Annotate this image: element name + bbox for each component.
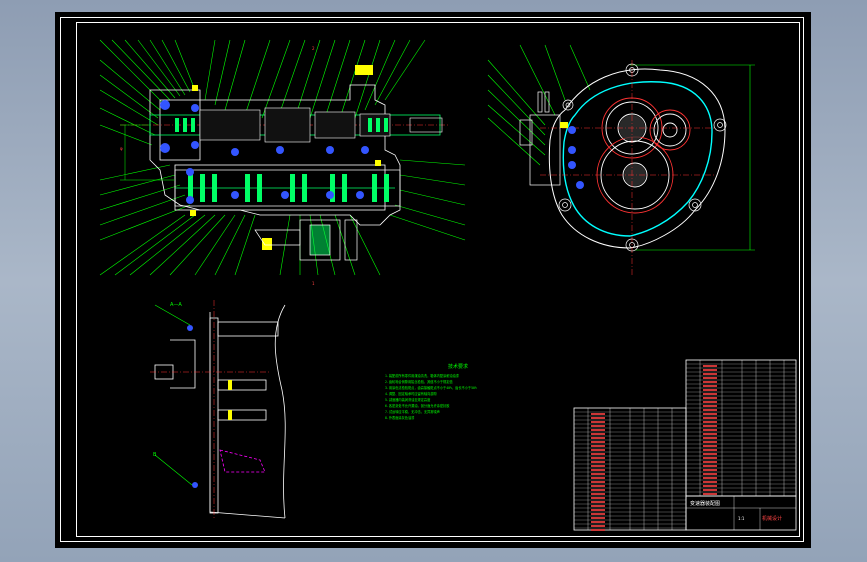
note-line-8: 8.外表面涂灰色油漆 xyxy=(385,415,415,420)
table-row-text xyxy=(591,457,605,459)
table-row-text xyxy=(703,389,717,391)
table-row-text xyxy=(703,433,717,435)
table-row-text xyxy=(703,489,717,491)
table-row-text xyxy=(591,421,605,423)
table-row-text xyxy=(591,413,605,415)
school-name: 机械设计 xyxy=(762,515,782,522)
table-row-text xyxy=(591,493,605,495)
main-section-view: φ 1 2 xyxy=(99,39,466,286)
partial-section-view: A—A B xyxy=(150,300,286,520)
table-row-text xyxy=(703,465,717,467)
drawing-title: 变速器装配图 xyxy=(690,500,720,507)
note-line-4: 4.调整、固定轴承时应留有轴向游隙 xyxy=(385,391,437,396)
table-row-text xyxy=(591,473,605,475)
table-row-text xyxy=(703,453,717,455)
table-row-text xyxy=(703,417,717,419)
note-line-7: 7.试运转应平稳，无冲击，无异常噪声 xyxy=(385,409,440,414)
table-row-text xyxy=(703,369,717,371)
table-row-text xyxy=(591,517,605,519)
table-row-text xyxy=(703,393,717,395)
table-row-text xyxy=(703,397,717,399)
table-row-text xyxy=(591,441,605,443)
table-row-text xyxy=(591,417,605,419)
table-row-text xyxy=(703,477,717,479)
table-row-text xyxy=(703,405,717,407)
note-line-5: 5.减速器内装润滑油至规定高度 xyxy=(385,397,431,402)
table-row-text xyxy=(703,449,717,451)
mark-label-b: B xyxy=(153,452,157,458)
table-row-text xyxy=(591,465,605,467)
table-row-text xyxy=(591,525,605,527)
table-row-text xyxy=(591,425,605,427)
note-line-3: 3.用涂色法检验斑点，齿高接触斑点不小于40%，齿长不小于50% xyxy=(385,385,477,390)
table-row-text xyxy=(703,461,717,463)
table-row-text xyxy=(591,529,605,531)
table-row-text xyxy=(703,421,717,423)
table-row-text xyxy=(591,469,605,471)
table-row-text xyxy=(703,429,717,431)
table-row-text xyxy=(591,509,605,511)
technical-notes: 技术要求 1.装配前所有零件用煤油清洗，箱体内壁涂耐油油漆 2.齿轮啮合侧隙用铅… xyxy=(385,363,477,420)
parts-list: 变速器装配图 机械设计 1:1 xyxy=(573,359,797,531)
table-row-text xyxy=(703,409,717,411)
table-row-text xyxy=(591,433,605,435)
parts-list-rows-upper xyxy=(686,363,796,495)
table-row-text xyxy=(591,437,605,439)
table-row-text xyxy=(703,413,717,415)
table-row-text xyxy=(591,481,605,483)
note-line-2: 2.齿轮啮合侧隙用铅丝检验，其值不小于规定值 xyxy=(385,379,453,384)
sheet-border-inner xyxy=(76,22,800,537)
table-row-text xyxy=(703,385,717,387)
table-row-text xyxy=(591,477,605,479)
scale-value: 1:1 xyxy=(738,516,745,521)
table-row-text xyxy=(703,493,717,495)
table-row-text xyxy=(703,401,717,403)
table-row-text xyxy=(703,365,717,367)
table-row-text xyxy=(703,457,717,459)
table-row-text xyxy=(703,469,717,471)
table-row-text xyxy=(703,437,717,439)
table-row-text xyxy=(591,449,605,451)
note-line-1: 1.装配前所有零件用煤油清洗，箱体内壁涂耐油油漆 xyxy=(385,373,460,378)
side-view xyxy=(487,44,755,275)
section-label-a: A—A xyxy=(170,302,182,308)
table-row-text xyxy=(591,501,605,503)
table-row-text xyxy=(591,497,605,499)
table-row-text xyxy=(703,473,717,475)
table-row-text xyxy=(703,381,717,383)
table-row-text xyxy=(591,429,605,431)
svg-text:φ: φ xyxy=(120,146,123,151)
table-row-text xyxy=(591,489,605,491)
table-row-text xyxy=(591,485,605,487)
sheet-border-outer xyxy=(60,17,804,542)
table-row-text xyxy=(703,445,717,447)
table-row-text xyxy=(591,445,605,447)
svg-text:2: 2 xyxy=(312,46,315,51)
table-row-text xyxy=(591,461,605,463)
table-row-text xyxy=(703,441,717,443)
table-row-text xyxy=(591,505,605,507)
note-line-6: 6.各密封处不允许漏油，剖分面允许涂密封胶 xyxy=(385,403,450,408)
table-row-text xyxy=(703,481,717,483)
parts-list-rows-lower xyxy=(574,411,686,531)
table-row-text xyxy=(703,373,717,375)
table-row-text xyxy=(591,453,605,455)
table-row-text xyxy=(591,513,605,515)
table-row-text xyxy=(591,521,605,523)
svg-text:1: 1 xyxy=(312,281,315,286)
table-row-text xyxy=(703,485,717,487)
table-row-text xyxy=(703,425,717,427)
table-row-text xyxy=(703,377,717,379)
drawing-canvas[interactable] xyxy=(55,12,811,548)
notes-title: 技术要求 xyxy=(448,363,468,370)
